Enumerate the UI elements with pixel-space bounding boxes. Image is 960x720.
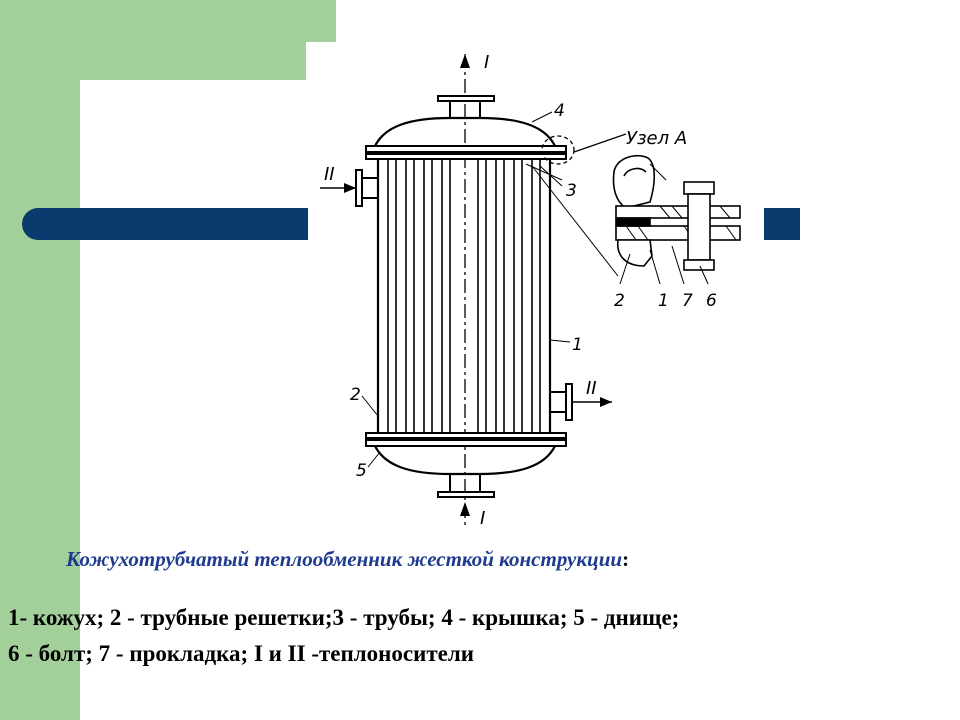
node-a-detail [612,154,741,271]
slide-title-text: Кожухотрубчатый теплообменник жесткой ко… [66,547,623,571]
top-flange [365,145,567,160]
parts-legend: 1- кожух; 2 - трубные решетки;3 - трубы;… [8,600,679,672]
right-arrow-icon [600,397,612,407]
slide-title-colon: : [622,547,630,571]
shell [376,159,552,433]
blue-bar-right [764,208,800,240]
left-nozzle [355,169,378,207]
detail-2-label: 2 [614,291,625,311]
legend-line-1: 1- кожух; 2 - трубные решетки;3 - трубы;… [8,605,680,630]
part-1-label: 1 [572,335,583,355]
green-left-band [0,0,80,720]
flow-top-label: I [484,52,489,73]
bottom-nozzle [437,474,495,498]
legend-line-2: 6 - болт; 7 - прокладка; I и II -теплоно… [8,641,475,666]
detail-7-label: 7 [682,291,693,311]
bottom-flange [365,432,567,447]
tubes [387,159,541,433]
green-top-block [80,0,336,42]
blue-bar-left [22,208,308,240]
left-arrow-icon [344,183,356,193]
node-a-leaders [619,163,709,285]
slide-title: Кожухотрубчатый теплообменник жесткой ко… [66,547,629,572]
part-3-label: 3 [566,181,577,201]
part-2-label: 2 [350,385,361,405]
white-rounded-corner [80,80,140,140]
part-5-label: 5 [356,461,367,481]
top-arrow-icon [460,54,470,68]
flow-right-label: II [586,378,597,399]
top-cover [374,116,556,147]
bottom-arrow-icon [460,502,470,516]
right-nozzle [550,383,573,421]
detail-6-label: 6 [706,291,717,311]
node-a-pointer [573,133,627,153]
leader-lines [361,111,619,468]
green-top-step [80,42,306,80]
detail-1-label: 1 [658,291,669,311]
flow-left-label: II [324,164,335,185]
node-a-callout-circle [541,135,575,165]
node-a-label: Узел А [626,128,687,149]
part-4-label: 4 [554,101,565,121]
top-nozzle [437,95,495,118]
flow-bottom-label: I [480,508,485,529]
bottom-head [374,445,556,476]
heat-exchanger-diagram: I I II II Узел А 4 3 1 2 5 2 1 7 6 [300,40,780,540]
